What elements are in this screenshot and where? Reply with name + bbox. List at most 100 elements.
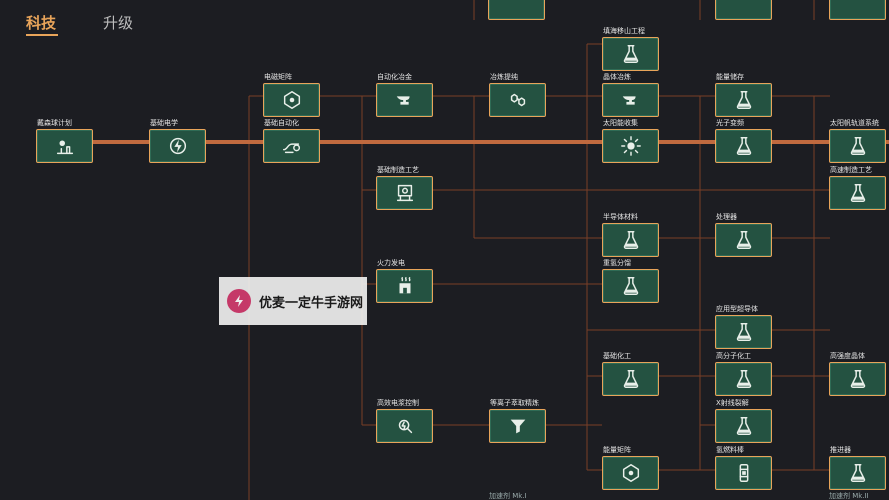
tech-node-n2[interactable]: 基础电学 bbox=[149, 119, 206, 163]
tech-node-label: 基础制造工艺 bbox=[377, 166, 419, 174]
power-plant-icon bbox=[394, 275, 416, 297]
tech-node-n3[interactable]: 电磁矩阵 bbox=[263, 73, 320, 117]
tech-node-n21[interactable]: 高分子化工 bbox=[715, 352, 772, 396]
tech-node-n13[interactable]: 基础制造工艺 bbox=[376, 166, 433, 210]
tech-node-n15[interactable]: 半导体材料 bbox=[602, 213, 659, 257]
tech-node-label: 半导体材料 bbox=[603, 213, 638, 221]
tech-node-card bbox=[715, 409, 772, 443]
tech-node-n23[interactable]: 高效电浆控制 bbox=[376, 399, 433, 443]
tech-node-label: 光子变频 bbox=[716, 119, 744, 127]
tech-node-card bbox=[602, 83, 659, 117]
funnel-icon bbox=[507, 415, 529, 437]
node-card bbox=[829, 0, 886, 20]
node-card bbox=[488, 0, 545, 20]
tech-node-label: 高强度晶体 bbox=[830, 352, 865, 360]
flask-icon bbox=[847, 462, 869, 484]
tech-node-n9[interactable]: 能量储存 bbox=[715, 73, 772, 117]
watermark-text: 优麦一定牛手游网 bbox=[259, 295, 364, 311]
tech-node-n20[interactable]: 基础化工 bbox=[602, 352, 659, 396]
tech-node-n6[interactable]: 冶炼提纯 bbox=[489, 73, 546, 117]
tech-node-n24[interactable]: 等离子萃取精炼 bbox=[489, 399, 546, 443]
tech-node-card bbox=[489, 409, 546, 443]
tech-node-n26[interactable]: 能量矩阵 bbox=[602, 446, 659, 490]
tech-node-card bbox=[149, 129, 206, 163]
node-card bbox=[715, 0, 772, 20]
tech-node-card bbox=[715, 129, 772, 163]
tech-node-card bbox=[715, 83, 772, 117]
assembler-icon bbox=[394, 182, 416, 204]
flask-icon bbox=[847, 135, 869, 157]
belt-icon bbox=[281, 135, 303, 157]
tech-node-n25[interactable]: X射线裂解 bbox=[715, 399, 772, 443]
tech-node-n27[interactable]: 氢燃料棒 bbox=[715, 446, 772, 490]
flask-icon bbox=[733, 89, 755, 111]
tech-node-label: 基础电学 bbox=[150, 119, 178, 127]
tech-node-n5[interactable]: 自动化冶金 bbox=[376, 73, 433, 117]
tech-node-card bbox=[376, 176, 433, 210]
tech-node-n11[interactable]: 光子变频 bbox=[715, 119, 772, 163]
tech-node-card bbox=[602, 37, 659, 71]
tech-node-label: 基础化工 bbox=[603, 352, 631, 360]
tech-node-card bbox=[489, 83, 546, 117]
flask-icon bbox=[733, 321, 755, 343]
tech-node-top-3[interactable] bbox=[829, 0, 886, 20]
tech-node-n7[interactable]: 填海移山工程 bbox=[602, 27, 659, 71]
electricity-icon bbox=[167, 135, 189, 157]
tab-upgrade[interactable]: 升级 bbox=[103, 14, 134, 32]
tech-node-card bbox=[263, 129, 320, 163]
watermark-logo-icon bbox=[227, 289, 251, 313]
molecule-icon bbox=[507, 89, 529, 111]
flask-icon bbox=[733, 135, 755, 157]
flask-icon bbox=[733, 229, 755, 251]
flask-icon bbox=[620, 275, 642, 297]
tech-node-n22[interactable]: 高强度晶体 bbox=[829, 352, 886, 396]
tech-node-top-2[interactable] bbox=[715, 0, 772, 20]
tech-node-card bbox=[829, 129, 886, 163]
tech-node-card bbox=[715, 456, 772, 490]
watermark: 优麦一定牛手游网 bbox=[219, 277, 367, 325]
tech-node-label: 高速制造工艺 bbox=[830, 166, 872, 174]
tech-node-card bbox=[829, 456, 886, 490]
tech-node-n18[interactable]: 重氢分馏 bbox=[602, 259, 659, 303]
tech-node-label: 基础自动化 bbox=[264, 119, 299, 127]
tech-node-n19[interactable]: 应用型超导体 bbox=[715, 305, 772, 349]
tab-technology[interactable]: 科技 bbox=[26, 14, 57, 32]
tech-node-n8[interactable]: 晶体冶炼 bbox=[602, 73, 659, 117]
tech-node-label: 高效电浆控制 bbox=[377, 399, 419, 407]
tech-node-n10[interactable]: 太阳能收集 bbox=[602, 119, 659, 163]
flask-icon bbox=[733, 415, 755, 437]
tech-node-card bbox=[715, 223, 772, 257]
tech-node-card bbox=[376, 269, 433, 303]
tech-node-n14[interactable]: 高速制造工艺 bbox=[829, 166, 886, 210]
tech-node-n12[interactable]: 太阳帆轨道系统 bbox=[829, 119, 886, 163]
tech-node-label: 氢燃料棒 bbox=[716, 446, 744, 454]
flask-icon bbox=[620, 368, 642, 390]
tech-node-label: 自动化冶金 bbox=[377, 73, 412, 81]
anvil-icon bbox=[394, 89, 416, 111]
flask-icon bbox=[733, 368, 755, 390]
bottom-node-label-2: 加速剂 Mk.II bbox=[829, 492, 869, 500]
flask-icon bbox=[847, 182, 869, 204]
matrix-icon bbox=[281, 89, 303, 111]
tech-node-n17[interactable]: 火力发电 bbox=[376, 259, 433, 303]
plasma-icon bbox=[394, 415, 416, 437]
tech-node-label: X射线裂解 bbox=[716, 399, 749, 407]
dyson-sphere-icon bbox=[54, 135, 76, 157]
tech-node-n4[interactable]: 基础自动化 bbox=[263, 119, 320, 163]
bottom-node-label-1: 加速剂 Mk.I bbox=[489, 492, 527, 500]
flask-icon bbox=[847, 368, 869, 390]
tech-node-label: 填海移山工程 bbox=[603, 27, 645, 35]
tech-node-n16[interactable]: 处理器 bbox=[715, 213, 772, 257]
fuel-rod-icon bbox=[733, 462, 755, 484]
tech-node-n1[interactable]: 戴森球计划 bbox=[36, 119, 93, 163]
tech-node-top-1[interactable] bbox=[488, 0, 545, 20]
tech-node-label: 能量储存 bbox=[716, 73, 744, 81]
tech-node-card bbox=[829, 362, 886, 396]
tech-node-card bbox=[602, 456, 659, 490]
tech-node-label: 晶体冶炼 bbox=[603, 73, 631, 81]
tech-node-n28[interactable]: 推进器 bbox=[829, 446, 886, 490]
tech-node-label: 戴森球计划 bbox=[37, 119, 72, 127]
tech-node-label: 太阳能收集 bbox=[603, 119, 638, 127]
flask-icon bbox=[620, 229, 642, 251]
matrix-icon bbox=[620, 462, 642, 484]
